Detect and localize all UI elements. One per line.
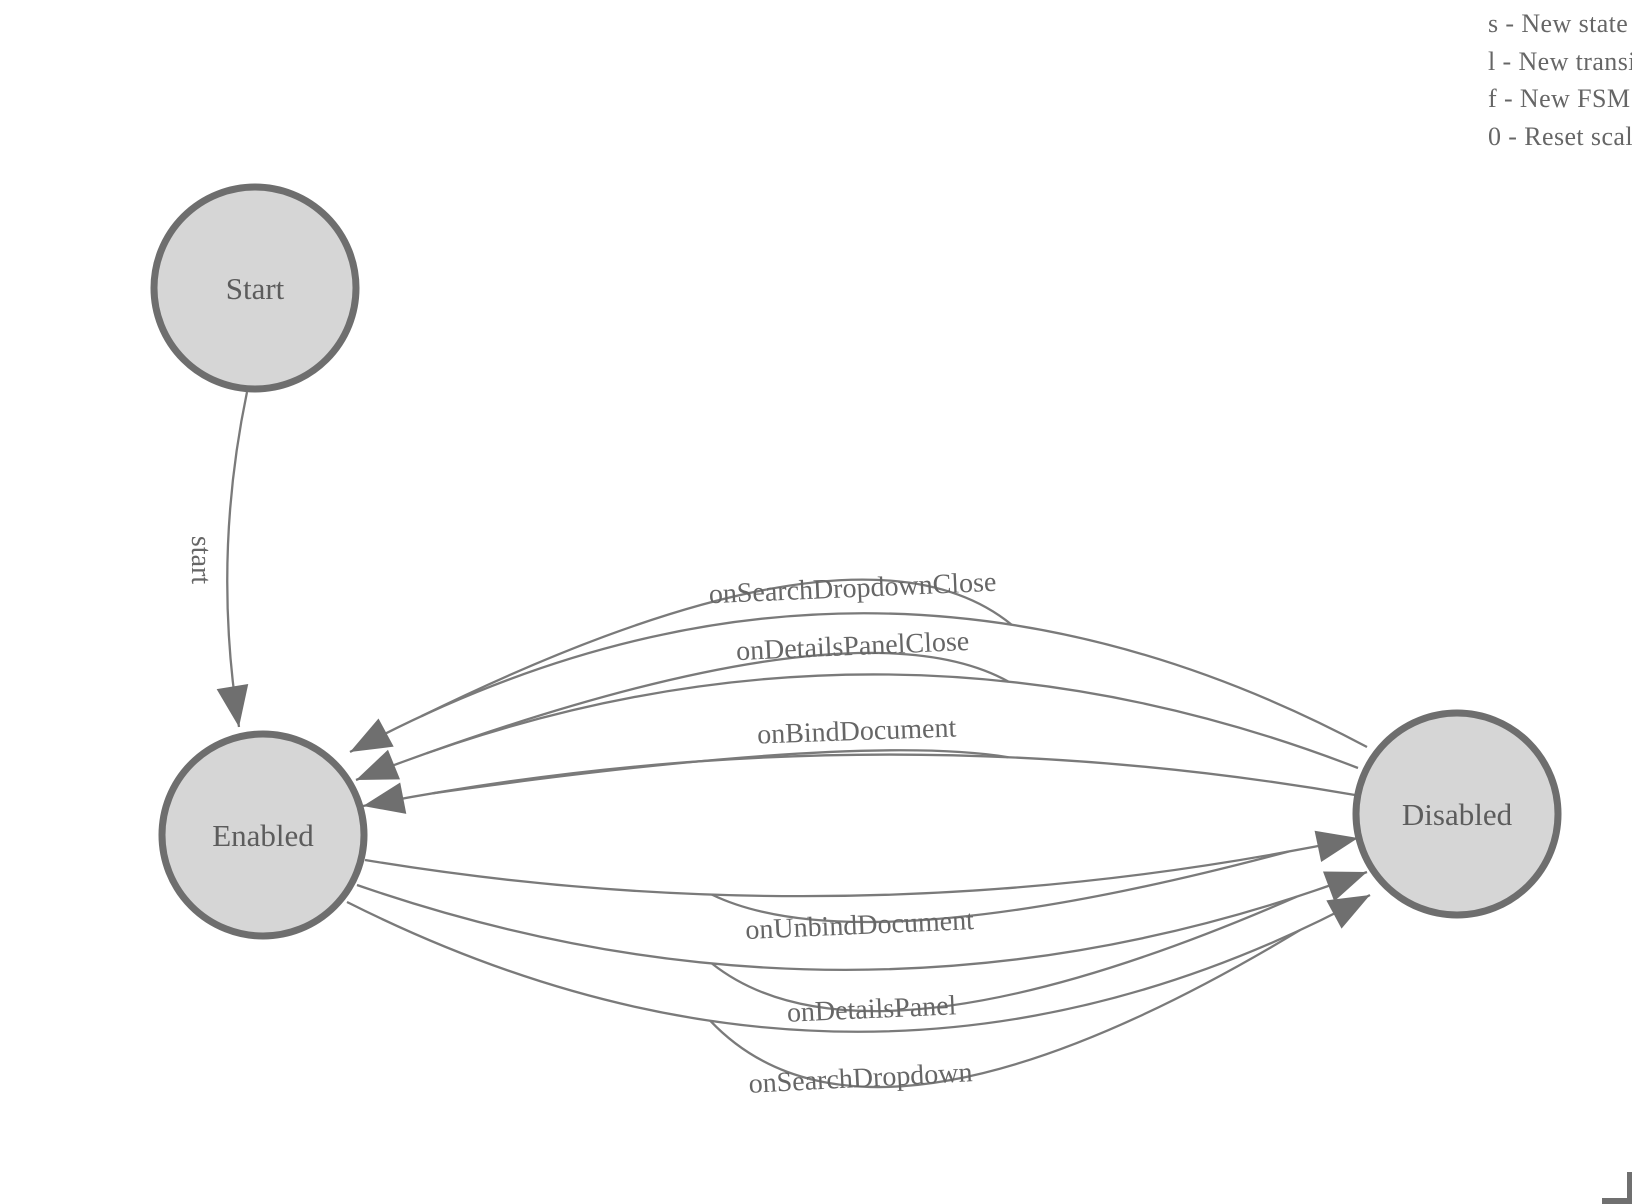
transition-arrowhead-ondetailspanel [1322,871,1367,902]
transition-path-onsearchdropdown[interactable] [346,893,1371,1033]
legend-line-new-fsm: f - New FSM [1488,84,1631,114]
transition-arrowhead-onbinddocument [363,782,407,814]
transition-label-ondetailspanel[interactable]: onDetailsPanel [786,990,957,1028]
state-enabled-label: Enabled [212,818,314,853]
transition-edge-layer [216,391,1371,1089]
transition-path-ondetailspanelclose[interactable] [355,673,1359,782]
corner-widget-vertical-edge [1627,1172,1632,1204]
transition-arrowhead-ondetailspanelclose [356,749,401,780]
transition-label-onbinddocument[interactable]: onBindDocument [757,713,957,751]
transition-label-ondetailspanelclose[interactable]: onDetailsPanelClose [735,626,969,667]
transition-arrowhead-onunbinddocument [1314,830,1358,863]
transition-path-echo-onsearchdropdown [709,929,1301,1089]
transition-path-echo-onunbinddocument [711,850,1289,924]
transition-arrowhead-onsearchdropdownclose [350,718,394,752]
transition-path-onunbinddocument[interactable] [364,836,1359,898]
legend-line-new-state: s - New state [1488,9,1629,38]
transition-label-onunbinddocument[interactable]: onUnbindDocument [745,905,975,946]
transition-arrowhead-start [216,683,249,727]
transition-path-onbinddocument[interactable] [362,753,1356,808]
transition-path-echo-onsearchdropdownclose [420,578,1013,718]
state-start-label: Start [226,271,285,306]
transition-label-onsearchdropdown[interactable]: onSearchDropdown [748,1057,973,1100]
legend-line-new-transition: l - New transition [1488,46,1632,76]
transition-arrowhead-onsearchdropdown [1326,895,1370,929]
state-disabled[interactable]: Disabled [1352,709,1562,919]
state-enabled[interactable]: Enabled [158,730,368,940]
transition-path-echo-ondetailspanelclose [426,651,1010,755]
transition-path-onsearchdropdownclose[interactable] [349,612,1368,754]
state-disabled-label: Disabled [1402,797,1513,832]
shortcut-legend: s - New state l - New transition f - New… [1488,5,1632,155]
transition-path-echo-onbinddocument [432,749,1009,795]
transition-path-echo-ondetailspanel [711,895,1298,1013]
transition-label-onsearchdropdownclose[interactable]: onSearchDropdownClose [708,567,997,611]
state-start-circle[interactable] [150,183,360,393]
legend-line-reset-scale: 0 - Reset scale [1488,121,1632,151]
state-disabled-circle[interactable] [1352,709,1562,919]
transition-path-ondetailspanel[interactable] [356,870,1368,972]
transition-path-start[interactable] [226,391,249,728]
state-enabled-circle[interactable] [158,730,368,940]
corner-widget-horizontal-edge [1602,1198,1632,1204]
corner-widget [1602,1172,1632,1204]
state-start[interactable]: Start [150,183,360,393]
transition-label-start[interactable]: start [185,536,216,584]
